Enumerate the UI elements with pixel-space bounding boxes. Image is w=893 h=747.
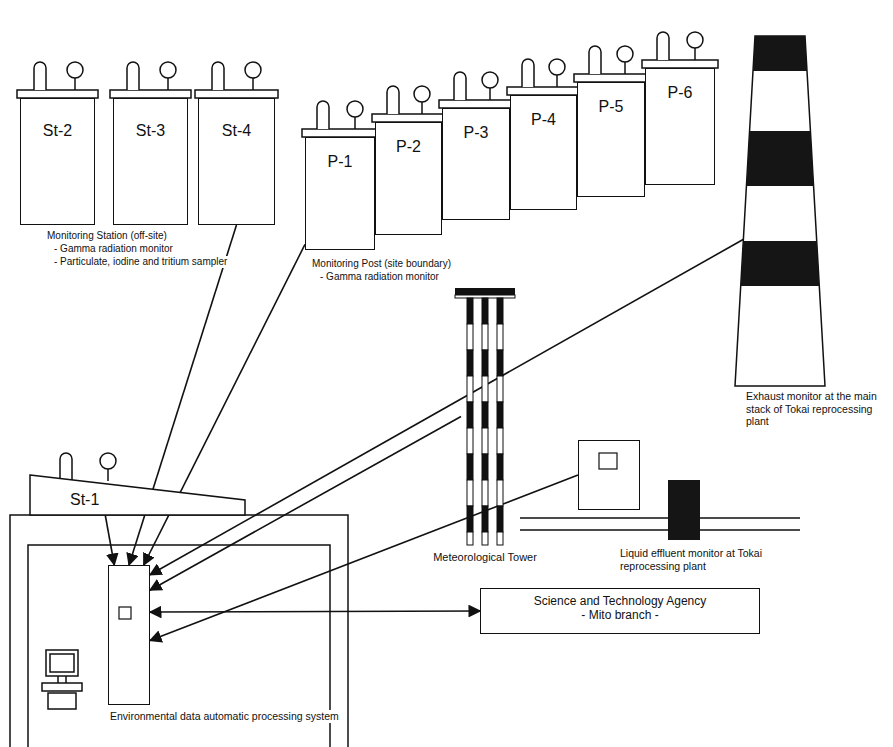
box-label: Science and Technology Agency — [485, 594, 755, 608]
station-building-shape — [30, 470, 245, 515]
box-label: St-3 — [118, 121, 183, 140]
computer-stand — [58, 676, 66, 683]
monitoring-post: P-5 — [577, 82, 645, 197]
processing-cabinet-shape — [109, 566, 149, 704]
exhaust-stack-shape — [735, 36, 825, 386]
computer-base — [42, 683, 82, 691]
cap-plate — [574, 74, 648, 82]
station-building: St-1 — [30, 470, 245, 515]
caption-text: Environmental data automatic processing … — [109, 710, 340, 723]
sensor-stick — [556, 75, 558, 87]
antenna — [589, 46, 601, 74]
monitoring-post: P-1 — [305, 137, 375, 250]
sensor-stick — [74, 78, 76, 90]
monitoring-station: St-4 — [198, 98, 275, 225]
sensor-stick — [694, 48, 696, 60]
sensor-bulb — [617, 46, 633, 62]
meteorological-tower: Meteorological Tower — [455, 288, 515, 545]
cap-plate — [507, 87, 580, 95]
cap-plate — [302, 129, 378, 137]
sensor-bulb — [347, 101, 363, 117]
station-item: - Particulate, iodine and tritium sample… — [52, 256, 229, 268]
cap-plate — [372, 114, 445, 122]
station-item: - Gamma radiation monitor — [52, 243, 175, 255]
caption-text: Exhaust monitor at the main stack of Tok… — [745, 390, 889, 428]
box-label: St-1 — [70, 490, 241, 509]
agency-box: Science and Technology Agency- Mito bran… — [480, 588, 760, 634]
antenna — [34, 62, 46, 90]
cap-plate — [17, 90, 98, 98]
computer-screen — [50, 654, 74, 672]
box-label: P-5 — [582, 97, 640, 116]
box-label: P-1 — [310, 152, 370, 171]
post-heading: Monitoring Post (site boundary) — [310, 258, 453, 270]
computer-monitor — [46, 650, 78, 676]
monitoring-station: St-3 — [113, 98, 188, 225]
box-label: - Mito branch - — [485, 608, 755, 622]
data-link-arrow — [150, 611, 480, 612]
post-item: - Gamma radiation monitor — [318, 271, 441, 283]
sensor-stick — [252, 78, 254, 90]
antenna — [387, 86, 399, 114]
box-label: P-3 — [447, 123, 505, 142]
processing-cabinet: Environmental data automatic processing … — [108, 565, 150, 705]
sensor-bulb — [549, 59, 565, 75]
antenna — [317, 101, 329, 129]
road-lines — [520, 518, 800, 530]
monitoring-station: St-2 — [20, 98, 95, 225]
exhaust-stack: Exhaust monitor at the main stack of Tok… — [735, 36, 825, 386]
effluent-building: Liquid effluent monitor at Tokai reproce… — [578, 440, 640, 510]
station-heading: Monitoring Station (off-site) — [45, 230, 169, 242]
sensor-bulb — [414, 86, 430, 102]
cap-plate — [439, 100, 513, 108]
effluent-chimney — [668, 480, 700, 540]
box-label: St-4 — [203, 121, 270, 140]
cap-plate — [642, 60, 718, 68]
computer-unit — [48, 693, 76, 709]
box-label: P-2 — [380, 137, 437, 156]
monitor-caps — [17, 32, 718, 481]
monitoring-post: P-3 — [442, 108, 510, 220]
sensor-stick — [107, 469, 109, 481]
monitoring-post: P-6 — [645, 68, 715, 185]
caption-text: Meteorological Tower — [432, 551, 538, 564]
data-link-arrow — [105, 515, 114, 565]
sensor-bulb — [100, 453, 116, 469]
antenna — [522, 59, 534, 87]
antenna — [60, 453, 72, 481]
sensor-bulb — [482, 72, 498, 88]
antenna — [127, 62, 139, 90]
building-outline — [10, 515, 348, 747]
box-label: P-6 — [650, 83, 710, 102]
antenna — [454, 72, 466, 100]
sensor-stick — [489, 88, 491, 100]
sensor-bulb — [160, 62, 176, 78]
box-label: P-4 — [515, 110, 572, 129]
data-link-arrow — [150, 239, 744, 575]
sensor-stick — [624, 62, 626, 74]
sensor-bulb — [245, 62, 261, 78]
antenna — [657, 32, 669, 60]
cap-plate — [110, 90, 191, 98]
sensor-bulb — [67, 62, 83, 78]
caption-text: Liquid effluent monitor at Tokai reproce… — [619, 547, 811, 572]
sensor-stick — [354, 117, 356, 129]
effluent-building-shape — [579, 441, 639, 509]
sensor-bulb — [687, 32, 703, 48]
monitoring-post: P-4 — [510, 95, 577, 210]
cap-plate — [195, 90, 278, 98]
box-label: St-2 — [25, 121, 90, 140]
monitoring-post: P-2 — [375, 122, 442, 235]
antenna — [212, 62, 224, 90]
sensor-stick — [167, 78, 169, 90]
meteorological-tower-shape — [455, 288, 515, 545]
sensor-stick — [421, 102, 423, 114]
